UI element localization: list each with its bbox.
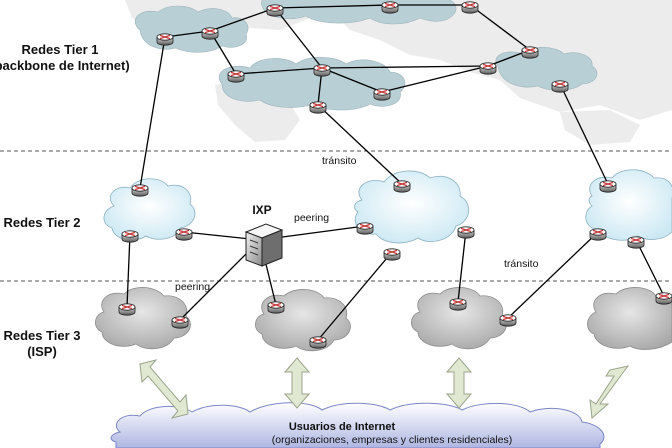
router-icon bbox=[383, 248, 401, 261]
users-arrow-2 bbox=[283, 357, 311, 409]
router-icon bbox=[479, 62, 497, 75]
tier3-sub: (ISP) bbox=[27, 344, 57, 359]
router-icon bbox=[131, 184, 149, 197]
router-icon bbox=[499, 314, 517, 327]
router-icon bbox=[356, 222, 374, 235]
tier1-clouds bbox=[134, 0, 598, 111]
router-icon bbox=[171, 316, 189, 329]
router-icon bbox=[227, 70, 245, 83]
router-icon bbox=[267, 301, 285, 314]
tier1-cloud-center bbox=[219, 56, 406, 111]
router-icon bbox=[461, 1, 479, 14]
router-icon bbox=[449, 298, 467, 311]
users-arrows bbox=[139, 357, 630, 420]
router-icon bbox=[599, 180, 617, 193]
tier3-cloud-1 bbox=[95, 287, 191, 350]
tier3-cloud-3 bbox=[411, 287, 507, 350]
tier2-label: Redes Tier 2 bbox=[0, 215, 112, 231]
transit-label-right: tránsito bbox=[504, 258, 539, 270]
router-icon bbox=[313, 64, 331, 77]
users-title: Usuarios de Internet bbox=[289, 421, 396, 433]
router-icon bbox=[627, 236, 645, 249]
router-icon bbox=[309, 101, 327, 114]
peering-label-bottom: peering bbox=[175, 281, 210, 293]
ixp-label: IXP bbox=[252, 203, 271, 217]
users-arrow-3 bbox=[445, 357, 473, 409]
router-icon bbox=[309, 336, 327, 349]
users-arrow-4 bbox=[589, 365, 630, 420]
router-icon bbox=[589, 228, 607, 241]
tier1-name: Redes Tier 1 bbox=[21, 42, 99, 57]
tier1-sub: (backbone de Internet) bbox=[0, 58, 130, 73]
router-icon bbox=[381, 1, 399, 14]
tier3-cloud-2 bbox=[255, 289, 351, 352]
router-icon bbox=[655, 292, 672, 305]
tier3-name: Redes Tier 3 bbox=[3, 328, 81, 343]
tier1-cloud-top bbox=[261, 0, 457, 25]
ixp-switch bbox=[244, 223, 284, 267]
users-subtitle: (organizaciones, empresas y clientes res… bbox=[272, 434, 512, 446]
router-icon bbox=[393, 180, 411, 193]
router-icon bbox=[121, 230, 139, 243]
transit-label-top: tránsito bbox=[322, 155, 357, 167]
router-icon bbox=[373, 88, 391, 101]
router-icon bbox=[521, 46, 539, 59]
router-icon bbox=[201, 27, 219, 40]
tier2-cloud-center bbox=[354, 170, 469, 244]
routers bbox=[118, 1, 672, 349]
tier2-cloud-left bbox=[103, 178, 196, 241]
tier3-label: Redes Tier 3 (ISP) bbox=[0, 328, 112, 360]
router-icon bbox=[118, 303, 136, 316]
router-icon bbox=[266, 4, 284, 17]
network-links bbox=[126, 4, 665, 341]
users-arrow-1 bbox=[139, 359, 189, 419]
router-icon bbox=[175, 228, 193, 241]
router-icon bbox=[156, 33, 174, 46]
router-icon bbox=[551, 80, 569, 93]
peering-label-top: peering bbox=[294, 212, 329, 224]
tier1-label: Redes Tier 1 (backbone de Internet) bbox=[0, 42, 130, 74]
tier2-name: Redes Tier 2 bbox=[3, 215, 81, 230]
router-icon bbox=[457, 226, 475, 239]
tier3-cloud-4 bbox=[587, 287, 672, 350]
